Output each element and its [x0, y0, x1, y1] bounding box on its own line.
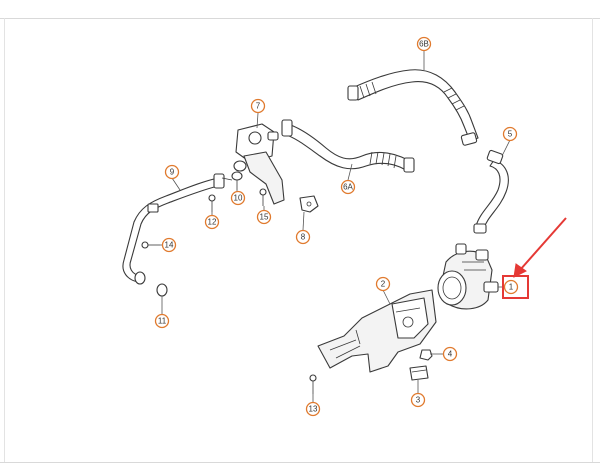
svg-text:6B: 6B	[419, 40, 429, 49]
frame-right-rule	[592, 18, 593, 462]
pump-1	[437, 243, 499, 310]
hose-5	[473, 149, 509, 234]
svg-text:14: 14	[165, 241, 174, 250]
svg-text:10: 10	[234, 194, 243, 203]
svg-text:11: 11	[158, 317, 167, 326]
callout-4[interactable]: 4	[442, 346, 458, 362]
pipe-9	[122, 173, 233, 285]
callout-15[interactable]: 15	[256, 209, 272, 225]
cap-11	[156, 283, 168, 297]
svg-text:6A: 6A	[343, 183, 353, 192]
callout-3[interactable]: 3	[410, 392, 426, 408]
callout-11[interactable]: 11	[154, 313, 170, 329]
svg-text:12: 12	[208, 218, 217, 227]
frame-bottom-rule	[0, 462, 600, 463]
bolt-15	[259, 188, 267, 206]
svg-text:15: 15	[260, 213, 269, 222]
callout-6a[interactable]: 6A	[340, 179, 356, 195]
highlight-annotation	[502, 217, 567, 299]
hose-6b	[347, 69, 479, 146]
bolt-14	[141, 241, 160, 249]
callout-9[interactable]: 9	[164, 164, 180, 180]
svg-text:13: 13	[309, 405, 318, 414]
callout-13[interactable]: 13	[305, 401, 321, 417]
callout-8[interactable]: 8	[295, 229, 311, 245]
svg-text:1: 1	[509, 283, 514, 292]
bracket-2	[317, 289, 437, 373]
callout-2[interactable]: 2	[375, 276, 391, 292]
svg-text:9: 9	[170, 168, 175, 177]
gasket-8	[299, 195, 319, 213]
callout-12[interactable]: 12	[204, 214, 220, 230]
valve-7	[233, 123, 285, 205]
frame-left-rule	[4, 18, 5, 462]
nut-4	[419, 349, 433, 361]
callout-10[interactable]: 10	[230, 190, 246, 206]
svg-text:8: 8	[301, 233, 306, 242]
bolt-12	[208, 194, 216, 212]
callout-14[interactable]: 14	[161, 237, 177, 253]
svg-text:3: 3	[416, 396, 421, 405]
svg-text:5: 5	[508, 130, 513, 139]
clip-3	[409, 365, 429, 381]
hose-6a	[281, 119, 415, 173]
svg-text:4: 4	[448, 350, 453, 359]
svg-text:2: 2	[381, 280, 386, 289]
callout-1[interactable]: 1	[503, 279, 519, 295]
highlight-arrow-head	[513, 263, 527, 278]
frame-top-rule	[0, 18, 600, 19]
callout-7[interactable]: 7	[250, 98, 266, 114]
callout-5[interactable]: 5	[502, 126, 518, 142]
bolt-13	[309, 374, 317, 394]
highlight-arrow-shaft	[519, 217, 567, 271]
callout-6b[interactable]: 6B	[416, 36, 432, 52]
clamp-10	[231, 171, 243, 190]
svg-text:7: 7	[256, 102, 261, 111]
